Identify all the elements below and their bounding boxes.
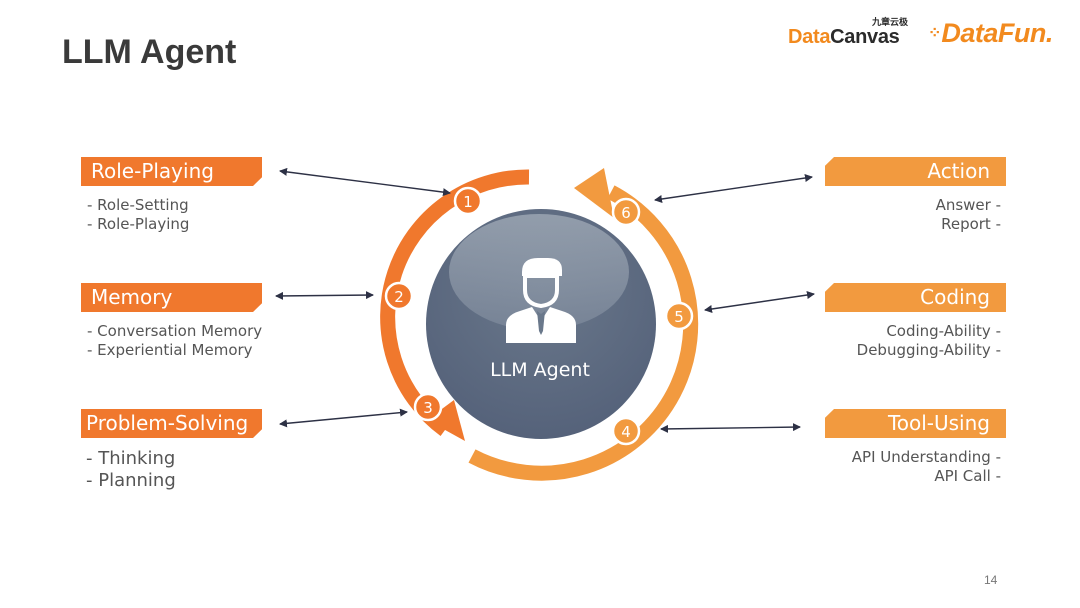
- datacanvas-logo-part2: Canvas: [830, 26, 900, 48]
- module-items-coding: Coding-Ability - Debugging-Ability -: [857, 322, 1001, 360]
- step-badge-4-label: 4: [621, 423, 631, 441]
- cycle-arrowhead-left: [427, 400, 465, 441]
- cycle-arc-left: [380, 169, 530, 437]
- module-items-memory: - Conversation Memory - Experiential Mem…: [87, 322, 262, 360]
- cycle-arc-right: [468, 185, 699, 481]
- step-badge-2-label: 2: [394, 288, 404, 306]
- module-items-action: Answer - Report -: [936, 196, 1001, 234]
- datafun-logo: ⁘DataFun.: [928, 18, 1053, 49]
- list-item: - Experiential Memory: [87, 341, 253, 359]
- module-tag-coding: Coding: [825, 283, 1006, 312]
- step-badge-1-label: 1: [463, 193, 473, 211]
- list-item: - Role-Playing: [87, 215, 190, 233]
- datacanvas-logo-cn: 九章云极: [872, 18, 909, 28]
- person-in-suit-icon: [506, 258, 576, 343]
- datafun-logo-text: DataFun.: [941, 18, 1053, 48]
- step-badge-3-label: 3: [423, 399, 433, 417]
- list-item: - Conversation Memory: [87, 322, 263, 340]
- step-badge-4: 4: [611, 416, 641, 446]
- list-item: Answer -: [935, 196, 1001, 214]
- connector-role-playing: [279, 167, 451, 197]
- page-title: LLM Agent: [62, 33, 237, 71]
- step-badge-6-label: 6: [621, 204, 631, 222]
- connector-tool-using: [660, 423, 801, 433]
- list-item: API Understanding -: [851, 448, 1001, 466]
- connector-memory: [275, 291, 374, 300]
- datafun-dots-icon: ⁘: [928, 25, 941, 42]
- list-item: Report -: [941, 215, 1001, 233]
- page-number: 14: [984, 573, 998, 587]
- list-item: - Thinking: [86, 448, 176, 469]
- step-badge-5-label: 5: [674, 308, 684, 326]
- step-badge-6: 6: [611, 197, 641, 227]
- header-logos: DataCanvas 九章云极 ⁘DataFun.: [786, 14, 1072, 58]
- module-tag-memory: Memory: [81, 283, 262, 312]
- list-item: - Planning: [86, 470, 176, 491]
- connector-problem-solving: [279, 408, 408, 428]
- module-tag-tool-using: Tool-Using: [825, 409, 1006, 438]
- center-label: LLM Agent: [490, 359, 590, 381]
- connector-action: [654, 174, 813, 203]
- step-badge-2: 2: [384, 281, 414, 311]
- module-tag-role-playing: Role-Playing: [81, 157, 262, 186]
- connector-coding: [704, 291, 815, 313]
- list-item: Debugging-Ability -: [856, 341, 1001, 359]
- cycle-arrowhead-right: [574, 168, 614, 218]
- list-item: - Role-Setting: [87, 196, 189, 214]
- datacanvas-logo-part1: Data: [788, 26, 831, 48]
- module-items-tool-using: API Understanding - API Call -: [852, 448, 1001, 486]
- module-tag-action: Action: [825, 157, 1006, 186]
- module-items-role-playing: - Role-Setting - Role-Playing: [87, 196, 189, 234]
- step-badge-3: 3: [413, 392, 443, 422]
- list-item: API Call -: [934, 467, 1001, 485]
- step-badge-1: 1: [453, 186, 483, 216]
- list-item: Coding-Ability -: [886, 322, 1001, 340]
- module-items-problem-solving: - Thinking - Planning: [86, 448, 176, 492]
- datacanvas-logo: DataCanvas: [788, 26, 900, 49]
- module-tag-problem-solving: Problem-Solving: [81, 409, 262, 438]
- step-badge-5: 5: [664, 301, 694, 331]
